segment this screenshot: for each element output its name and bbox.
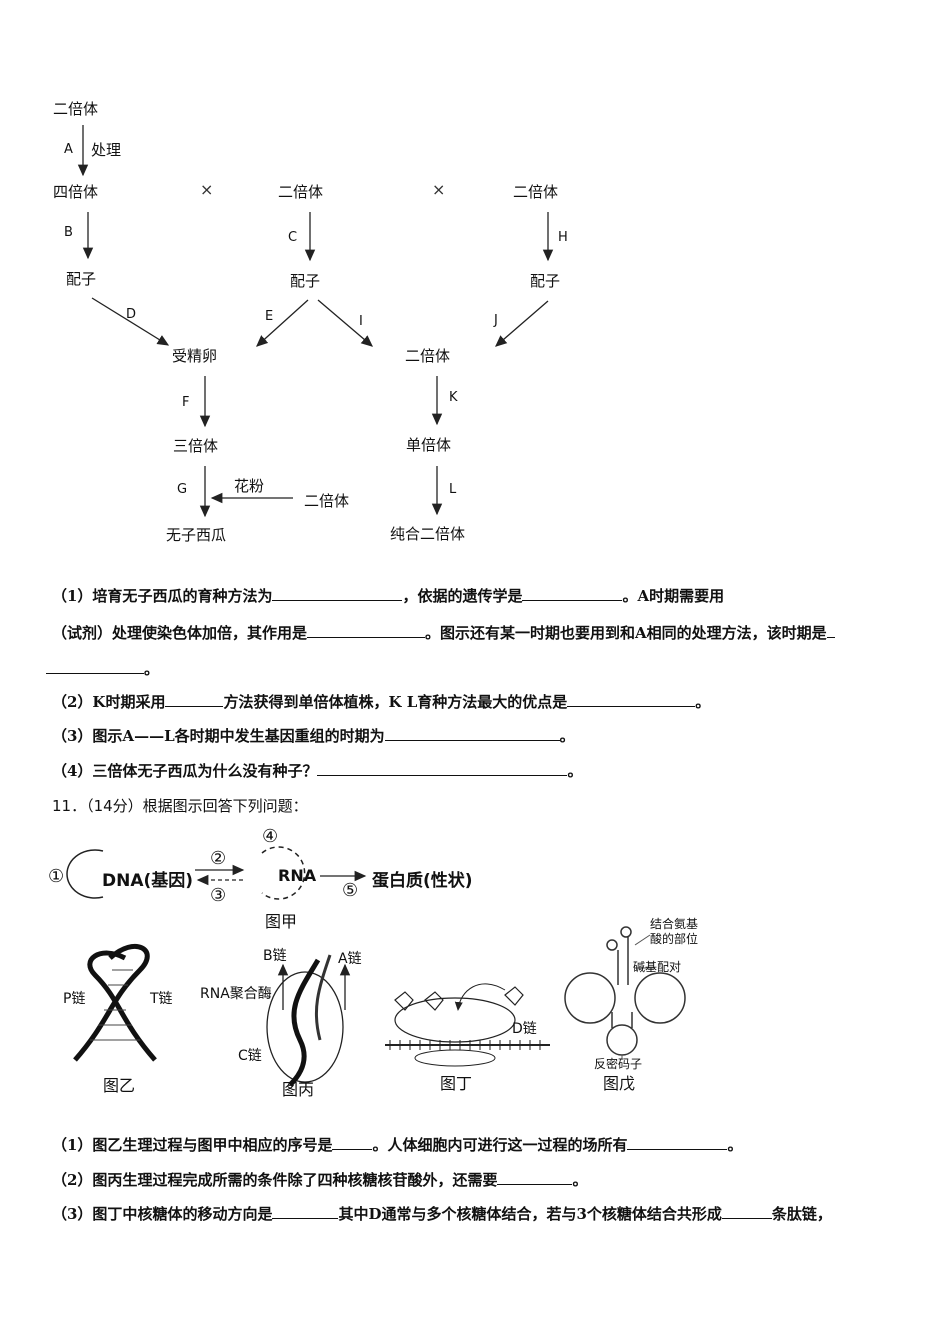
node-triploid: 三倍体 xyxy=(173,437,219,455)
fig-jia-num-3: ③ xyxy=(210,885,227,906)
fig-jia-dna: DNA(基因) xyxy=(102,871,194,891)
label-i: I xyxy=(359,314,363,329)
fig-yi-caption: 图乙 xyxy=(103,1076,136,1095)
label-c: C xyxy=(288,230,298,245)
node-pure-diploid: 纯合二倍体 xyxy=(390,525,466,543)
question-1-end: 。 xyxy=(46,658,159,679)
question-11-title: 11．（14分）根据图示回答下列问题： xyxy=(52,797,308,815)
fig-jia-num-2: ② xyxy=(210,848,227,869)
fig-jia-caption: 图甲 xyxy=(265,912,298,931)
label-a: A xyxy=(64,142,73,157)
fig-jia-protein: 蛋白质(性状) xyxy=(372,871,473,891)
answer-blank[interactable] xyxy=(721,1204,772,1219)
node-haploid: 单倍体 xyxy=(406,436,452,454)
question-1: （1）培育无子西瓜的育种方法为，依据的遗传学是。A时期需要用 xyxy=(52,586,725,605)
label-g: G xyxy=(177,482,188,497)
fig-bing-a-chain: A链 xyxy=(338,951,362,967)
label-k: K xyxy=(449,390,458,405)
node-gamete-left: 配子 xyxy=(66,270,97,288)
fig-jia-num-5: ⑤ xyxy=(342,880,359,901)
fig-jia-num-1: ① xyxy=(48,866,65,887)
label-j: J xyxy=(494,313,498,328)
question-2: （2）K时期采用方法获得到单倍体植株，K L育种方法最大的优点是。 xyxy=(52,692,711,711)
fig-ding-d-chain: D链 xyxy=(512,1021,537,1037)
answer-blank[interactable] xyxy=(826,623,835,638)
answer-blank[interactable] xyxy=(307,623,426,638)
fig-wu-aa-site-1: 结合氨基 xyxy=(650,917,699,931)
node-tetraploid: 四倍体 xyxy=(53,183,99,201)
fig-wu-aa-site-2: 酸的部位 xyxy=(650,932,699,946)
question-11-3: （3）图丁中核糖体的移动方向是其中D通常与多个核糖体结合，若与3个核糖体结合共形… xyxy=(52,1204,832,1223)
node-diploid-top: 二倍体 xyxy=(53,100,99,118)
fig-bing-caption: 图丙 xyxy=(282,1080,315,1099)
node-treat: 处理 xyxy=(91,141,122,159)
fig-jia-rna: RNA xyxy=(278,866,317,885)
answer-blank[interactable] xyxy=(522,586,623,601)
question-4: （4）三倍体无子西瓜为什么没有种子？。 xyxy=(52,761,583,780)
fig-wu-caption: 图戊 xyxy=(603,1074,636,1093)
fig-yi-p-chain: P链 xyxy=(63,991,86,1007)
node-gamete-right: 配子 xyxy=(530,272,561,290)
node-pollen: 花粉 xyxy=(234,477,265,495)
fig-wu-base-pair: 碱基配对 xyxy=(633,960,682,974)
question-11-1: （1）图乙生理过程与图甲中相应的序号是。人体细胞内可进行这一过程的场所有。 xyxy=(52,1135,743,1154)
breeding-arrows xyxy=(77,125,554,518)
fig-yi-t-chain: T链 xyxy=(150,991,173,1007)
label-b: B xyxy=(64,225,73,240)
fig-jia-num-4: ④ xyxy=(262,826,279,847)
node-zygote: 受精卵 xyxy=(172,347,218,365)
answer-blank[interactable] xyxy=(627,1135,728,1150)
label-d: D xyxy=(126,307,137,322)
fig-ding-caption: 图丁 xyxy=(440,1074,473,1093)
cross-symbol-1: × xyxy=(200,180,214,199)
answer-blank[interactable] xyxy=(272,586,403,601)
answer-blank[interactable] xyxy=(497,1170,573,1185)
node-diploid-right: 二倍体 xyxy=(513,183,559,201)
cross-symbol-2: × xyxy=(432,180,446,199)
node-diploid-center: 二倍体 xyxy=(405,347,451,365)
fig-wu-anticodon: 反密码子 xyxy=(594,1057,643,1071)
label-f: F xyxy=(182,395,190,410)
label-h: H xyxy=(558,230,568,245)
question-3: （3）图示A——L各时期中发生基因重组的时期为。 xyxy=(52,726,575,745)
node-diploid-mid: 二倍体 xyxy=(278,183,324,201)
answer-blank[interactable] xyxy=(165,692,224,707)
node-seedless: 无子西瓜 xyxy=(166,526,227,544)
fig-bing-b-chain: B链 xyxy=(263,948,287,964)
answer-blank[interactable] xyxy=(46,659,144,674)
node-gamete-mid: 配子 xyxy=(290,272,321,290)
label-l: L xyxy=(449,482,457,497)
answer-blank[interactable] xyxy=(384,726,560,741)
fig-bing-rna-polymerase: RNA聚合酶 xyxy=(200,986,272,1002)
answer-blank[interactable] xyxy=(567,692,696,707)
fig-bing-c-chain: C链 xyxy=(238,1048,262,1064)
node-diploid-pollen: 二倍体 xyxy=(304,492,350,510)
answer-blank[interactable] xyxy=(272,1204,339,1219)
question-1-cont: （试剂）处理使染色体加倍，其作用是。图示还有某一时期也要用到和A相同的处理方法，… xyxy=(52,622,835,643)
question-11-2: （2）图丙生理过程完成所需的条件除了四种核糖核苷酸外，还需要。 xyxy=(52,1170,588,1189)
label-e: E xyxy=(265,309,274,324)
answer-blank[interactable] xyxy=(332,1135,373,1150)
answer-blank[interactable] xyxy=(317,761,568,776)
